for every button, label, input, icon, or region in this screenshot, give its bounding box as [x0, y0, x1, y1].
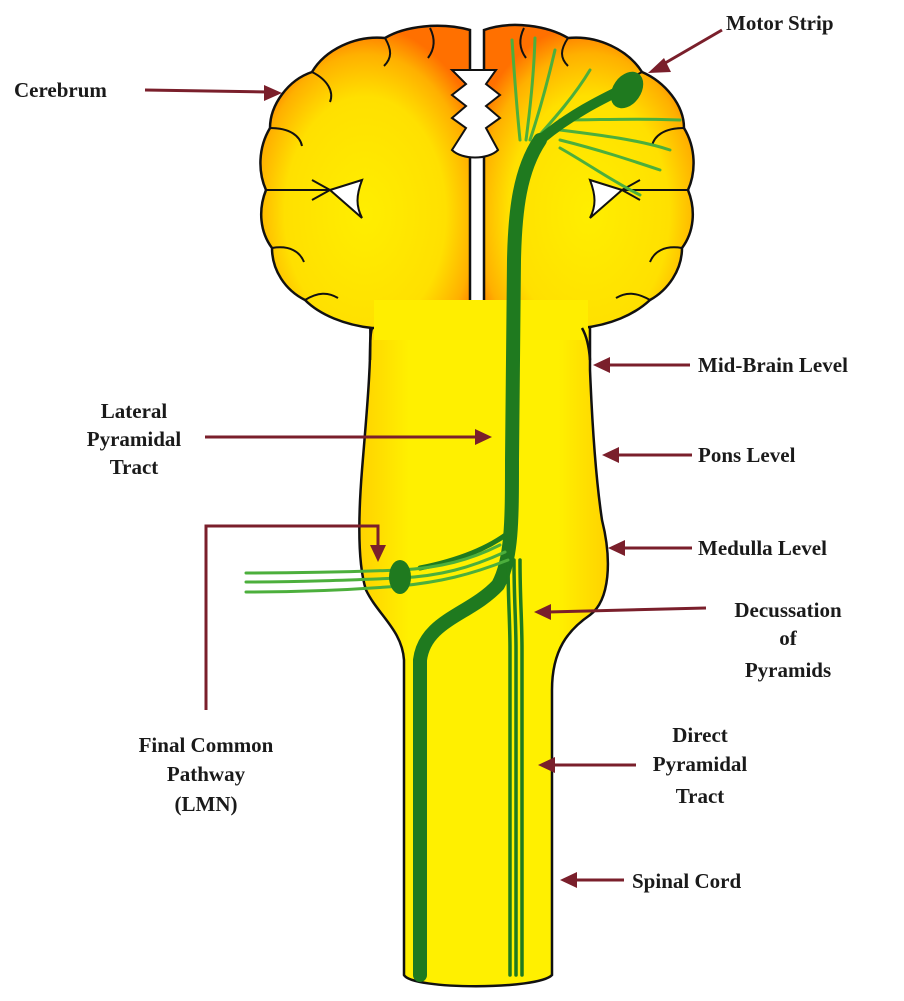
label-direct-pyramidal-tract-line1: Direct — [672, 723, 728, 747]
left-hemisphere — [260, 26, 470, 328]
arrow-motor-strip — [648, 30, 722, 73]
label-decussation-line2: of — [779, 626, 798, 650]
brainstem-body — [359, 318, 607, 986]
label-medulla-level: Medulla Level — [698, 536, 827, 560]
label-mid-brain-level: Mid-Brain Level — [698, 353, 848, 377]
label-motor-strip: Motor Strip — [726, 11, 834, 35]
label-decussation-line1: Decussation — [734, 598, 842, 622]
label-spinal-cord: Spinal Cord — [632, 869, 741, 893]
label-lateral-pyramidal-tract-line1: Lateral — [101, 399, 168, 423]
label-lateral-pyramidal-tract-line2: Pyramidal — [87, 427, 182, 451]
label-direct-pyramidal-tract-line2: Pyramidal — [653, 752, 748, 776]
label-lateral-pyramidal-tract-line3: Tract — [110, 455, 159, 479]
label-final-common-pathway-line2: Pathway — [167, 762, 246, 786]
label-direct-pyramidal-tract-line3: Tract — [676, 784, 725, 808]
label-decussation-line3: Pyramids — [745, 658, 831, 682]
label-cerebrum: Cerebrum — [14, 78, 107, 102]
label-final-common-pathway-line3: (LMN) — [175, 792, 238, 816]
arrow-direct-tract — [538, 757, 636, 773]
label-final-common-pathway-line1: Final Common — [139, 733, 274, 757]
arrow-spinal-cord — [560, 872, 624, 888]
arrow-medulla — [608, 540, 692, 556]
arrow-mid-brain — [593, 357, 690, 373]
arrow-cerebrum — [145, 85, 282, 101]
label-pons-level: Pons Level — [698, 443, 796, 467]
arrow-pons — [602, 447, 692, 463]
stem-join — [374, 300, 588, 340]
